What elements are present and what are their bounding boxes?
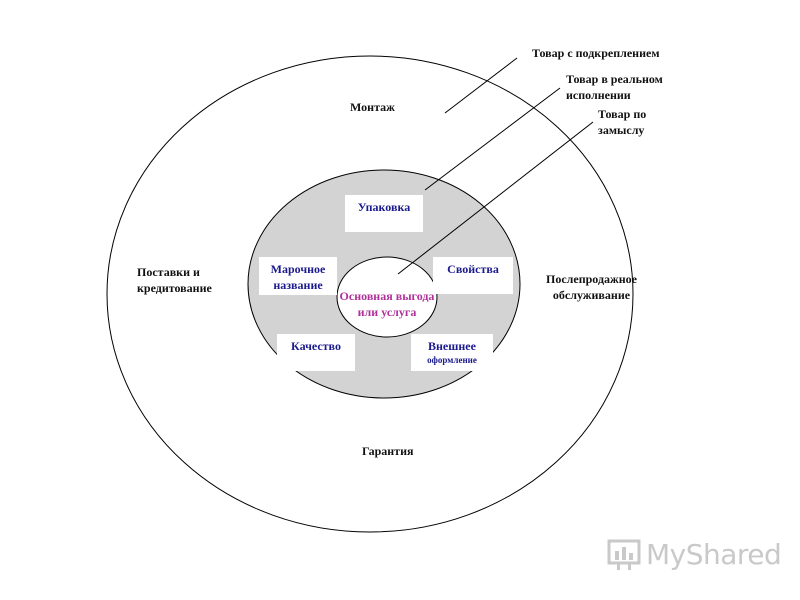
box-design-line2: оформление	[427, 355, 477, 365]
box-design-line1: Внешнее	[428, 339, 476, 353]
box-properties: Свойства	[433, 257, 513, 294]
core-line2: или услуга	[357, 305, 417, 319]
callout-line-augmented	[444, 57, 518, 114]
box-design: Внешнее оформление	[411, 334, 493, 371]
box-properties-text: Свойства	[447, 262, 499, 276]
callout-actual-line1: Товар в реальном	[566, 72, 663, 86]
core-benefit-label: Основная выгода или услуга	[322, 288, 452, 320]
callout-core-product: Товар по замыслу	[598, 106, 646, 138]
box-packaging-text: Упаковка	[357, 200, 411, 214]
watermark-text: MyShared	[646, 538, 782, 571]
label-aftersales-line2: обслуживание	[552, 288, 631, 302]
label-aftersales-line1: Послепродажное	[546, 272, 637, 286]
box-brand-line1: Марочное	[270, 262, 326, 276]
callout-augmented-product: Товар с подкреплением	[532, 46, 660, 60]
core-line1: Основная выгода	[339, 289, 435, 303]
label-delivery-line1: Поставки и	[137, 265, 200, 279]
callout-actual-line2: исполнении	[566, 88, 631, 102]
box-brand-name: Марочное название	[259, 257, 337, 295]
box-brand-line2: название	[273, 278, 323, 292]
box-quality: Качество	[277, 334, 355, 371]
callout-core-line2: замыслу	[598, 123, 645, 137]
callout-line-core	[397, 121, 594, 275]
callout-core-line1: Товар по	[598, 107, 647, 121]
label-after-sales-service: Послепродажное обслуживание	[546, 271, 637, 303]
label-delivery-credit: Поставки и кредитование	[137, 264, 212, 296]
box-quality-text: Качество	[291, 339, 341, 353]
label-installation: Монтаж	[350, 100, 395, 114]
callout-actual-product: Товар в реальном исполнении	[566, 71, 663, 103]
myshared-logo-icon	[607, 539, 641, 570]
callout-line-actual	[424, 87, 561, 191]
label-warranty: Гарантия	[362, 444, 414, 458]
box-packaging: Упаковка	[345, 195, 423, 232]
label-delivery-line2: кредитование	[137, 281, 212, 295]
core-ellipse	[336, 256, 438, 338]
